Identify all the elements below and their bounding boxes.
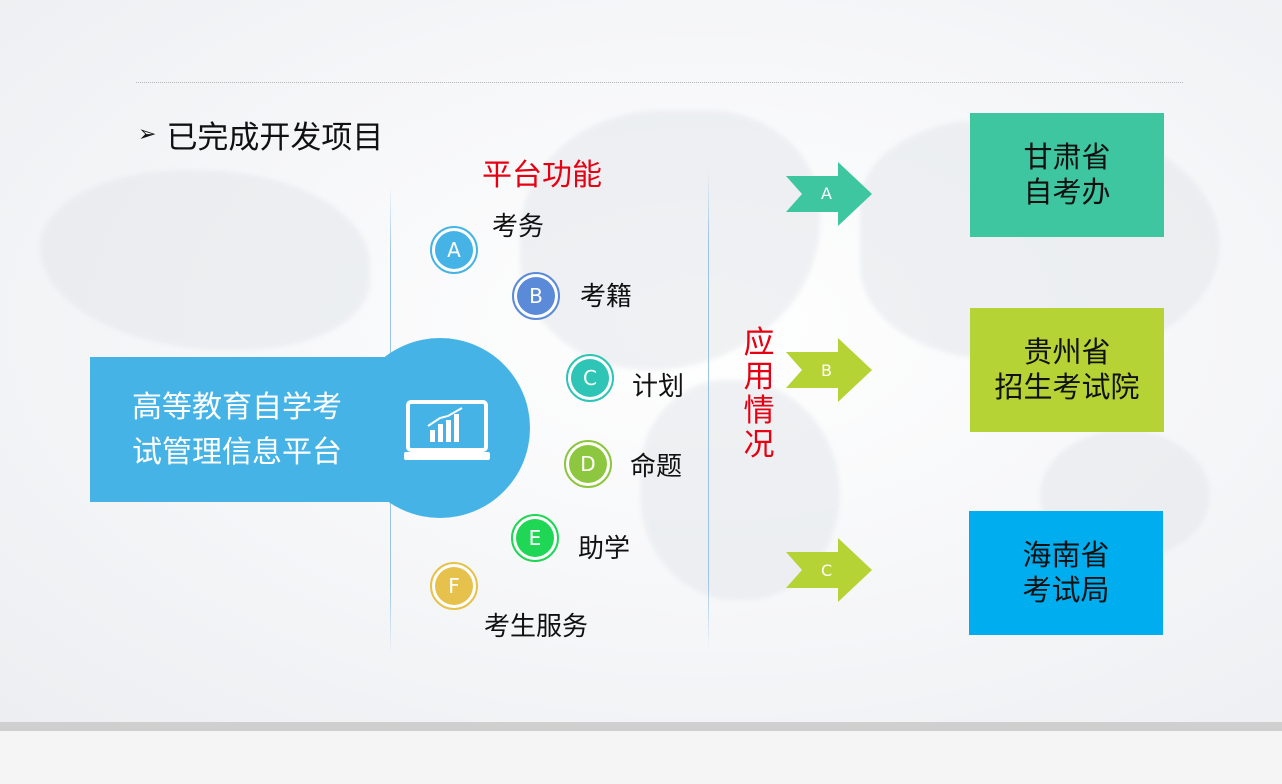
province-line2: 考试局: [1022, 573, 1110, 607]
function-badge-a: A: [430, 226, 478, 274]
right-divider-line: [708, 170, 709, 650]
province-line1: 海南省: [1022, 538, 1110, 572]
badge-letter: D: [569, 445, 607, 483]
province-box-gansu: 甘肃省 自考办: [970, 113, 1164, 237]
badge-letter: A: [435, 231, 473, 269]
main-platform-line1: 高等教育自学考: [132, 389, 342, 425]
function-badge-d: D: [564, 440, 612, 488]
function-label-exam-affairs: 考务: [492, 212, 545, 242]
function-label-candidate-service: 考生服务: [484, 612, 589, 642]
badge-letter: C: [571, 359, 609, 397]
function-label-study-aid: 助学: [578, 534, 631, 564]
province-box-hainan: 海南省 考试局: [969, 511, 1163, 635]
main-platform-box: 高等教育自学考 试管理信息平台: [90, 357, 450, 502]
header-rule: [136, 82, 1183, 83]
next-slide-area: [0, 731, 1282, 784]
main-platform-line2: 试管理信息平台: [132, 434, 342, 470]
arrow-a-icon: [786, 162, 872, 226]
arrow-c-letter: C: [821, 561, 833, 580]
function-badge-c: C: [566, 354, 614, 402]
function-badge-b: B: [512, 272, 560, 320]
arrow-b-letter: B: [821, 361, 832, 380]
arrow-c-icon: [786, 538, 872, 602]
badge-letter: E: [516, 519, 554, 557]
province-line2: 招生考试院: [994, 370, 1140, 404]
badge-letter: F: [435, 567, 473, 605]
slide-bottom-divider: [0, 722, 1282, 731]
arrow-b-icon: [786, 338, 872, 402]
function-badge-e: E: [511, 514, 559, 562]
function-label-proposition: 命题: [630, 452, 683, 482]
function-label-registry: 考籍: [580, 282, 633, 312]
platform-functions-title: 平台功能: [482, 158, 602, 193]
section-heading: ➢ 已完成开发项目: [138, 112, 383, 157]
function-badge-f: F: [430, 562, 478, 610]
province-line1: 甘肃省: [1023, 140, 1111, 174]
slide: ➢ 已完成开发项目 平台功能 高等教育自学考 试管理信息平台 A 考务 B 考籍…: [0, 0, 1282, 722]
province-line1: 贵州省: [1023, 335, 1111, 369]
arrow-a-letter: A: [821, 184, 832, 203]
function-label-plan: 计划: [632, 372, 685, 402]
application-title: 应用情况: [743, 325, 775, 463]
province-line2: 自考办: [1023, 175, 1111, 209]
map-continent-shape: [40, 170, 370, 350]
badge-letter: B: [517, 277, 555, 315]
laptop-chart-icon: [404, 400, 490, 460]
province-box-guizhou: 贵州省 招生考试院: [970, 308, 1164, 432]
arrow-bullet-icon: ➢: [138, 122, 157, 147]
heading-text: 已完成开发项目: [166, 120, 384, 156]
